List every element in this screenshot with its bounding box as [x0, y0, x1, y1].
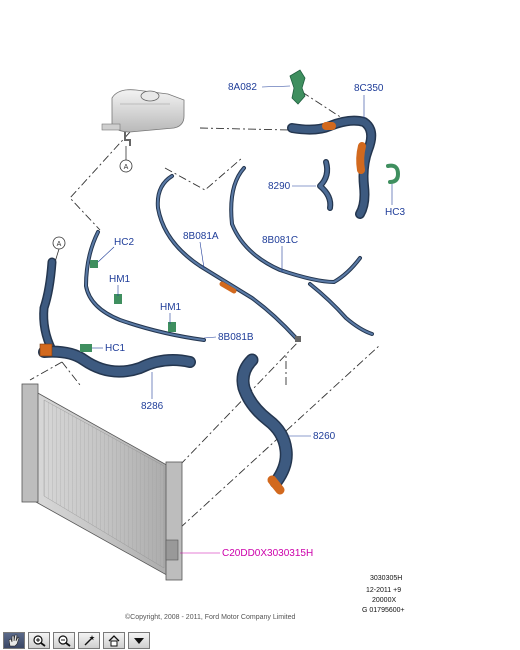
expansion-tank: [101, 89, 185, 146]
label-hc3: HC3: [385, 207, 405, 218]
pan-hand-icon: [8, 634, 20, 646]
cooling-system-diagram: A A: [21, 69, 405, 621]
label-hc1: HC1: [105, 343, 125, 354]
magic-wand-button[interactable]: [78, 631, 100, 649]
radiator: [21, 383, 183, 581]
ref-line-3: 20000X: [372, 597, 396, 604]
label-8b081a: 8B081A: [183, 231, 219, 242]
label-8a082: 8A082: [228, 82, 257, 93]
label-8c350: 8C350: [354, 83, 384, 94]
zoom-in-icon: [33, 634, 46, 647]
copyright-notice: ©Copyright, 2008 - 2011, Ford Motor Comp…: [125, 613, 295, 621]
ref-line-2: 12-2011 +9: [366, 587, 401, 594]
reference-block: 3030305H 12-2011 +9 20000X G 01795600+: [362, 575, 405, 614]
ref-line-1: 3030305H: [370, 575, 402, 582]
label-8b081b: 8B081B: [218, 332, 254, 343]
zoom-in-button[interactable]: [28, 631, 50, 649]
label-8286: 8286: [141, 401, 164, 412]
zoom-out-icon: [58, 634, 71, 647]
bracket-8a082: [289, 69, 306, 105]
label-hm1-b: HM1: [160, 302, 182, 313]
ref-line-4: G 01795600+: [362, 607, 405, 614]
part-labels: 8A082 8C350 8290 HC3 HC2 8B081A 8B081C H…: [92, 82, 405, 559]
home-button[interactable]: [103, 631, 125, 649]
label-8b081c: 8B081C: [262, 235, 298, 246]
dropdown-button[interactable]: [128, 631, 150, 649]
zoom-out-button[interactable]: [53, 631, 75, 649]
magic-wand-icon: [84, 634, 95, 645]
label-hc2: HC2: [114, 237, 134, 248]
dropdown-arrow-icon: [134, 637, 144, 644]
hoses: [38, 115, 400, 495]
label-8290: 8290: [268, 181, 291, 192]
callout-a-left-label: A: [57, 241, 62, 248]
pan-hand-button[interactable]: [3, 631, 25, 649]
callout-a-left: A: [52, 236, 66, 263]
home-icon: [108, 634, 120, 646]
label-hm1-a: HM1: [109, 274, 131, 285]
label-8260: 8260: [313, 431, 336, 442]
clips: [39, 260, 301, 357]
callout-a-top: A: [119, 146, 133, 173]
callout-a-top-label: A: [124, 164, 129, 171]
viewer-toolbar: [0, 630, 520, 650]
label-c20dd0x3030315h: C20DD0X3030315H: [222, 548, 313, 559]
